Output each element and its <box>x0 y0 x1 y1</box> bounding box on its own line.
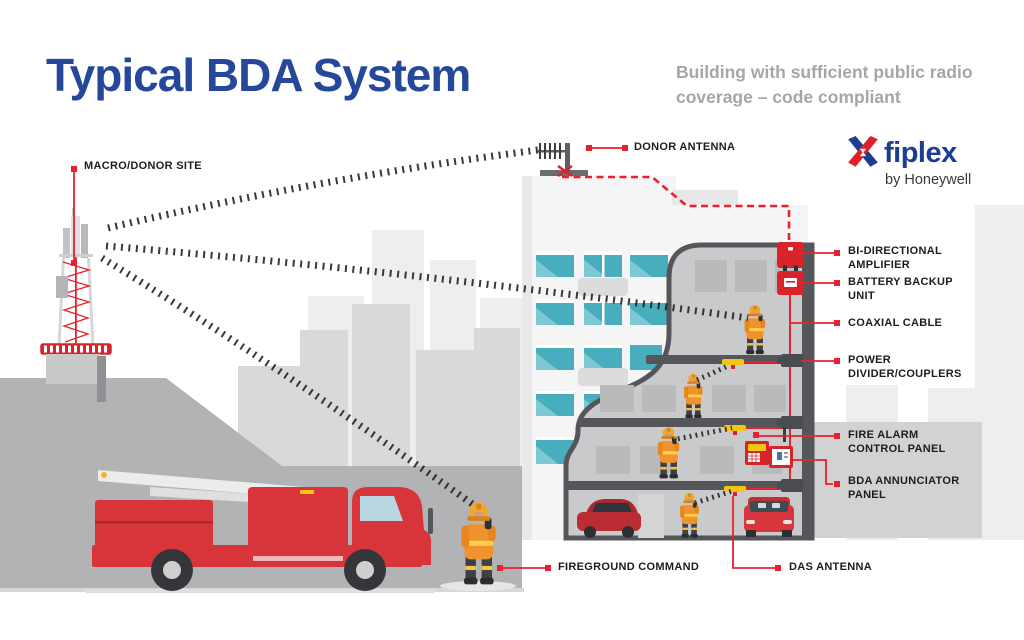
battery-backup-box <box>777 271 804 295</box>
bda-annunciator-panel <box>769 446 793 468</box>
logo-byline: by Honeywell <box>885 172 972 188</box>
building-cutaway <box>563 242 815 541</box>
label-donor-antenna: DONOR ANTENNA <box>634 141 736 153</box>
power-dividers <box>777 354 803 492</box>
car-right <box>744 497 794 537</box>
label-coaxial-cable: COAXIAL CABLE <box>848 317 943 329</box>
city-skyline-mid <box>238 304 520 476</box>
page-subtitle: Building with sufficient public radio co… <box>676 62 973 108</box>
fireground-command-firefighter <box>440 502 516 591</box>
label-bda-annunciator-panel: BDA ANNUNCIATOR PANEL <box>848 475 960 501</box>
car-left <box>577 499 641 538</box>
label-power-divider-couplers: POWER DIVIDER/COUPLERS <box>848 354 962 380</box>
fire-alarm-control-panel <box>745 427 786 465</box>
label-battery-backup-unit: BATTERY BACKUP UNIT <box>848 276 953 302</box>
label-macro-donor-site: MACRO/DONOR SITE <box>84 160 202 172</box>
label-das-antenna: DAS ANTENNA <box>789 561 872 573</box>
logo-brand-text: fiplex <box>884 136 957 169</box>
label-bi-directional-amplifier: BI-DIRECTIONAL AMPLIFIER <box>848 245 943 271</box>
fire-truck <box>85 470 435 593</box>
label-fire-alarm-control-panel: FIRE ALARM CONTROL PANEL <box>848 429 946 455</box>
page-title: Typical BDA System <box>46 49 471 101</box>
donor-cable-dashed <box>562 175 791 241</box>
backdrop-building <box>802 422 982 538</box>
brand-logo: fiplex by Honeywell <box>845 136 1015 188</box>
fiplex-logo-icon <box>848 136 878 167</box>
label-connectors <box>71 145 840 571</box>
label-fireground-command: FIREGROUND COMMAND <box>558 561 700 573</box>
macro-donor-tower <box>40 208 112 402</box>
bda-amplifier-box <box>777 242 804 272</box>
donor-antenna <box>538 143 588 178</box>
radio-wave-beams <box>100 146 749 511</box>
